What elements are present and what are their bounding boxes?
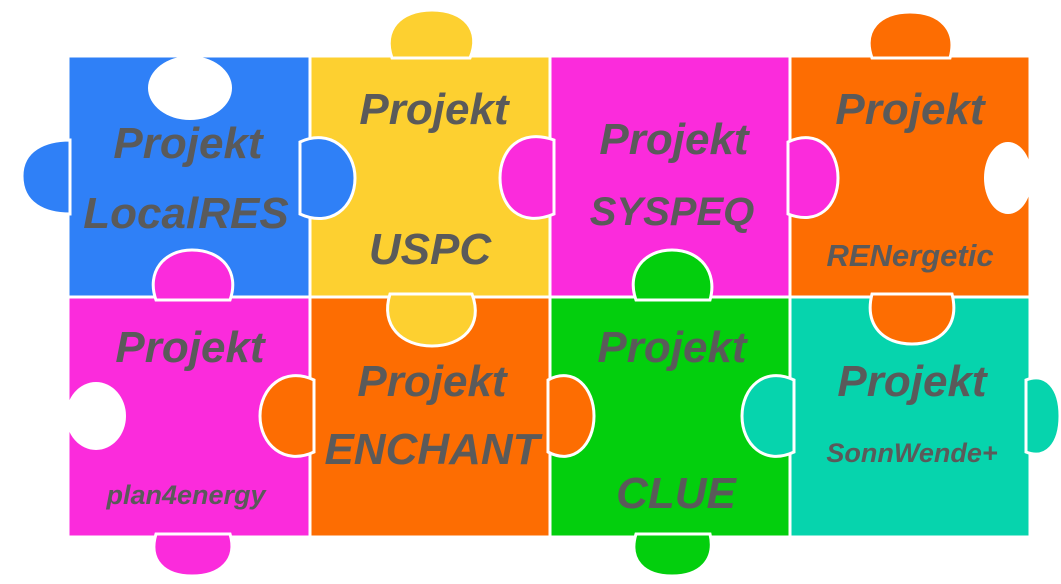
label-renergetic-line2: RENergetic — [826, 238, 994, 273]
label-plan4energy-line2: plan4energy — [106, 480, 266, 510]
knob-plan4-top — [151, 248, 235, 302]
label-renergetic-line1: Projekt — [835, 85, 985, 134]
knob-plan4-bottom — [152, 532, 234, 578]
label-sonnwende-line2: SonnWende+ — [826, 438, 998, 468]
puzzle-blanks — [66, 56, 1032, 450]
label-clue-line2: CLUE — [616, 469, 736, 518]
knob-syspeq-left — [498, 135, 556, 220]
label-localres-line1: Projekt — [113, 119, 263, 168]
label-syspeq-line2: SYSPEQ — [589, 190, 755, 234]
label-localres-line2: LocalRES — [83, 189, 289, 238]
knob-renergetic-bottom — [868, 292, 956, 346]
knob-localres-left — [20, 138, 72, 216]
knob-renergetic-top — [867, 10, 954, 60]
knob-uspc-bottom — [386, 292, 477, 348]
label-plan4energy-line1: Projekt — [115, 323, 265, 372]
knob-uspc-top — [387, 8, 476, 60]
label-syspeq-line1: Projekt — [599, 115, 749, 164]
label-sonnwende-line1: Projekt — [837, 357, 987, 406]
blank-plan4-left — [66, 382, 126, 450]
label-uspc-line2: USPC — [368, 225, 492, 274]
label-enchant-line2: ENCHANT — [324, 425, 540, 474]
blank-localres-top — [148, 56, 232, 120]
label-uspc-line1: Projekt — [359, 85, 509, 134]
knob-enchant-right — [546, 374, 596, 458]
knob-localres-right — [298, 136, 357, 221]
knob-clue-top — [631, 248, 714, 302]
label-clue-line1: Projekt — [597, 323, 747, 372]
knob-sonnwende-right — [1024, 376, 1061, 456]
knob-enchant-left — [258, 374, 316, 458]
knob-clue-bottom — [632, 532, 713, 578]
knob-syspeq-right — [786, 136, 840, 220]
piece-syspeq-body — [548, 54, 794, 299]
knob-sonnwende-left — [740, 374, 796, 458]
label-enchant-line1: Projekt — [357, 357, 507, 406]
blank-renergetic-right — [984, 142, 1032, 214]
